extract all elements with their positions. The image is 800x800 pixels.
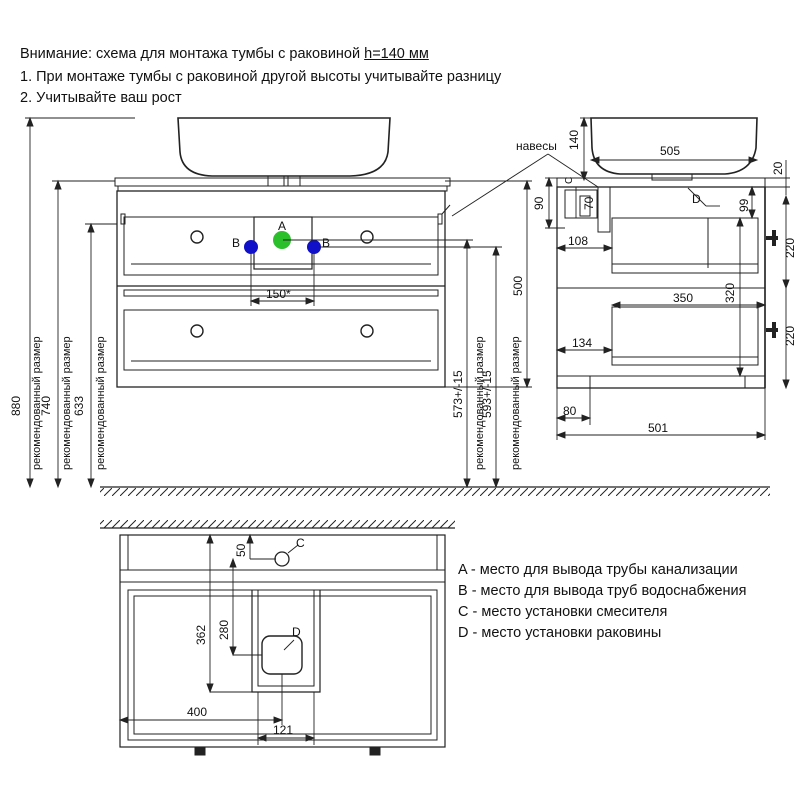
- dim-593: 593+/-15: [480, 370, 494, 418]
- rec-size-label: рекомендованный размер: [510, 336, 522, 470]
- plan-dimension-labels: 50 362 280 400 121 C D: [187, 536, 305, 737]
- hinges-label: навесы: [516, 139, 557, 153]
- legend-c: C - место установки смесителя: [458, 604, 668, 620]
- floor-line: [100, 486, 770, 496]
- dim-150: 150*: [266, 287, 291, 301]
- legend-b: B - место для вывода труб водоснабжения: [458, 583, 747, 599]
- rec-size-label: рекомендованный размер: [31, 336, 43, 470]
- front-dimension-labels: 880 рекомендованный размер 740 рекомендо…: [9, 276, 525, 470]
- dim-320: 320: [723, 283, 737, 303]
- handle-icon: [360, 230, 374, 244]
- handle-icon: [190, 230, 204, 244]
- drain-point-a: [273, 231, 291, 249]
- warning-height: h=140 мм: [364, 46, 429, 62]
- dim-80: 80: [563, 404, 577, 418]
- dim-140: 140: [567, 130, 581, 150]
- dim-108: 108: [568, 234, 588, 248]
- dim-740: 740: [39, 396, 53, 416]
- dim-400: 400: [187, 705, 207, 719]
- front-bottom-drawer: [123, 309, 439, 371]
- plan-sink-drain: [261, 635, 303, 675]
- dim-880: 880: [9, 396, 23, 416]
- point-b-right-label: B: [322, 236, 330, 250]
- plan-siphon-cutout: [251, 590, 321, 693]
- handle-icon: [360, 324, 374, 338]
- warning-note: Внимание: схема для монтажа тумбы с рако…: [20, 45, 429, 63]
- front-dimensions: [25, 116, 532, 489]
- dim-90: 90: [532, 196, 546, 210]
- side-handles: [766, 230, 778, 338]
- dim-220-bottom: 220: [783, 326, 797, 346]
- handle-icon: [190, 324, 204, 338]
- side-point-d-label: D: [692, 192, 701, 206]
- front-cabinet-body: [116, 190, 446, 388]
- plan-cabinet: [119, 534, 446, 748]
- rec-size-label: рекомендованный размер: [61, 336, 73, 470]
- plan-point-d-label: D: [292, 625, 301, 639]
- water-point-b-right: [307, 240, 321, 254]
- plan-dimensions: [118, 533, 316, 745]
- side-point-c-label: C: [564, 177, 575, 184]
- plan-mixer-point: [274, 551, 290, 567]
- side-countertop: [556, 177, 766, 188]
- warning-prefix: Внимание: схема для монтажа тумбы с рако…: [20, 46, 365, 62]
- dim-220-top: 220: [783, 238, 797, 258]
- dim-134: 134: [572, 336, 592, 350]
- note-line-1: 1. При монтаже тумбы с раковиной другой …: [20, 69, 502, 85]
- dim-99: 99: [737, 198, 751, 212]
- dim-500: 500: [511, 276, 525, 296]
- side-dimension-labels: навесы 140 505 20 90 70 C 99 D 108 220 3…: [516, 130, 797, 435]
- legend-a: A - место для вывода трубы канализации: [458, 562, 738, 578]
- point-b-left-label: B: [232, 236, 240, 250]
- front-basin: [177, 117, 391, 177]
- note-line-2: 2. Учитывайте ваш рост: [20, 90, 182, 106]
- side-view: [556, 117, 766, 389]
- dim-501: 501: [648, 421, 668, 435]
- rec-size-label: рекомендованный размер: [474, 336, 486, 470]
- side-bottom-drawer: [611, 306, 759, 366]
- dim-20: 20: [771, 161, 785, 175]
- rec-size-label: рекомендованный размер: [95, 336, 107, 470]
- dim-121: 121: [273, 723, 293, 737]
- point-a-label: A: [278, 219, 286, 233]
- dim-505: 505: [660, 144, 680, 158]
- side-dimensions: [451, 116, 790, 440]
- front-view: [114, 117, 451, 388]
- dim-70: 70: [582, 196, 596, 210]
- front-countertop: [114, 177, 451, 187]
- plan-point-c-label: C: [296, 536, 305, 550]
- dim-633: 633: [72, 396, 86, 416]
- dim-280: 280: [217, 620, 231, 640]
- dim-573: 573+/-15: [451, 370, 465, 418]
- dim-50: 50: [234, 543, 248, 557]
- front-points: A B B: [232, 219, 330, 254]
- dim-362: 362: [194, 625, 208, 645]
- water-point-b-left: [244, 240, 258, 254]
- side-top-drawer: [611, 217, 759, 274]
- legend-d: D - место установки раковины: [458, 625, 662, 641]
- dim-350: 350: [673, 291, 693, 305]
